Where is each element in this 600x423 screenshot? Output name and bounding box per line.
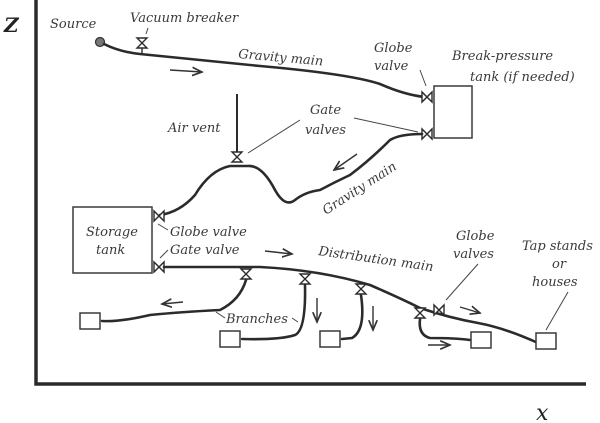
tap-stands-label-3: houses — [532, 275, 578, 290]
branches-leader-2 — [291, 317, 299, 323]
z-axis-label: Z — [3, 13, 20, 37]
air-vent-label: Air vent — [167, 121, 221, 136]
tap-stand-end — [535, 332, 557, 350]
vacuum-breaker-label: Vacuum breaker — [130, 11, 239, 26]
break-pressure-label-1: Break-pressure — [451, 49, 553, 64]
branch-valve-4-icon — [413, 307, 427, 319]
gravity-main-top-pipe — [102, 42, 427, 99]
tap-stands-label-2: or — [552, 257, 567, 272]
gate-valves-label-1: Gate — [310, 103, 341, 118]
tap-stands-leader — [545, 291, 569, 331]
branches-label: Branches — [225, 312, 288, 327]
flow-arrow-top — [169, 70, 202, 72]
gate-valve-storage-leader — [159, 249, 169, 259]
x-axis-label: x — [536, 401, 549, 423]
branch-valve-3-icon — [354, 283, 368, 295]
globe-valves-label-1: Globe — [456, 229, 495, 244]
storage-tank — [72, 206, 153, 274]
branch-valve-2-icon — [298, 273, 312, 285]
globe-valve-storage-leader — [157, 223, 169, 231]
globe-valve-storage-icon — [153, 209, 165, 223]
distribution-main-label: Distribution main — [316, 244, 434, 275]
globe-valve-top-label-1: Globe — [374, 41, 413, 56]
break-pressure-tank — [433, 85, 473, 139]
gate-valves-label-2: valves — [305, 123, 346, 138]
branch-pipe-4 — [418, 317, 472, 342]
globe-valves-label-2: valves — [453, 247, 494, 262]
storage-tank-label-2: tank — [96, 243, 125, 258]
flow-arrow-end — [459, 307, 480, 313]
globe-valve-top-label-2: valve — [374, 59, 409, 74]
flow-arrow-distribution — [264, 251, 292, 254]
branch-pipe-3 — [340, 293, 364, 341]
flow-arrow-lower-gravity — [334, 153, 358, 170]
globe-valve-top-icon — [421, 90, 433, 104]
gate-valve-top-icon — [421, 127, 433, 141]
distribution-main-pipe — [162, 265, 540, 345]
tap-stand-4 — [470, 331, 492, 349]
tap-stand-2 — [219, 330, 241, 348]
vacuum-breaker-icon — [135, 37, 149, 54]
gravity-main-top-label: Gravity main — [238, 47, 324, 69]
source-icon — [94, 36, 106, 48]
break-pressure-label-2: tank (if needed) — [470, 70, 575, 85]
gravity-main-lower-pipe — [158, 132, 424, 217]
source-label: Source — [50, 17, 97, 32]
globe-valves-leader — [445, 263, 479, 301]
vacuum-breaker-leader — [145, 27, 149, 35]
gate-valve-storage-icon — [153, 260, 165, 274]
branch-pipe-2 — [240, 283, 307, 341]
air-vent-gate-valve-icon — [230, 151, 244, 163]
axes-frame — [34, 0, 586, 386]
branches-leader-1 — [215, 311, 226, 319]
flow-arrow-branch-1 — [162, 302, 184, 304]
tap-stands-label-1: Tap stands — [522, 239, 593, 254]
globe-valve-main-icon — [433, 303, 445, 317]
tap-stand-3 — [319, 330, 341, 348]
storage-tank-label-1: Storage — [86, 225, 138, 240]
branch-pipe-1 — [100, 278, 248, 323]
globe-valve-storage-label: Globe valve — [170, 225, 247, 240]
tap-stand-1 — [79, 312, 101, 330]
globe-valve-top-leader — [419, 69, 427, 87]
gate-valves-leader-1 — [247, 119, 301, 154]
branch-valve-1-icon — [239, 268, 253, 280]
gate-valve-storage-label: Gate valve — [170, 243, 240, 258]
gate-valves-leader-2 — [353, 117, 419, 133]
